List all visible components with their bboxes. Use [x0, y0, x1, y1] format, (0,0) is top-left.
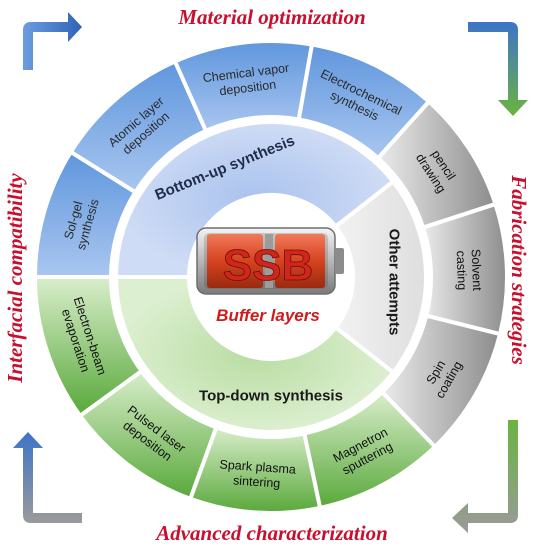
title-top: Material optimization: [177, 5, 365, 29]
arrow-top-left: [23, 12, 82, 70]
center-sublabel: Buffer layers: [216, 306, 320, 325]
title-right: Fabrication strategies: [507, 174, 531, 365]
title-bottom: Advanced characterization: [154, 521, 388, 545]
cycle-arrows: [13, 12, 528, 533]
arrow-bottom-left: [13, 432, 82, 523]
battery-icon: [196, 227, 344, 295]
arrow-bottom-right: [452, 420, 518, 533]
outer-label-spark: Spark plasmasintering: [218, 457, 296, 491]
arrow-top-right: [468, 22, 528, 116]
segment-bottom-up: [113, 120, 396, 279]
outer-label-solvent: Solventcasting: [454, 249, 484, 292]
label-top-down: Top-down synthesis: [199, 388, 343, 405]
segment-top-down: [113, 275, 396, 434]
center-label: SSB: [223, 241, 313, 290]
outer-segment-ebeam: [32, 275, 145, 419]
title-left: Interfacial compatibility: [3, 173, 27, 384]
segment-other-attempts: [332, 178, 428, 376]
label-other-attempts: Other attempts: [386, 229, 403, 336]
